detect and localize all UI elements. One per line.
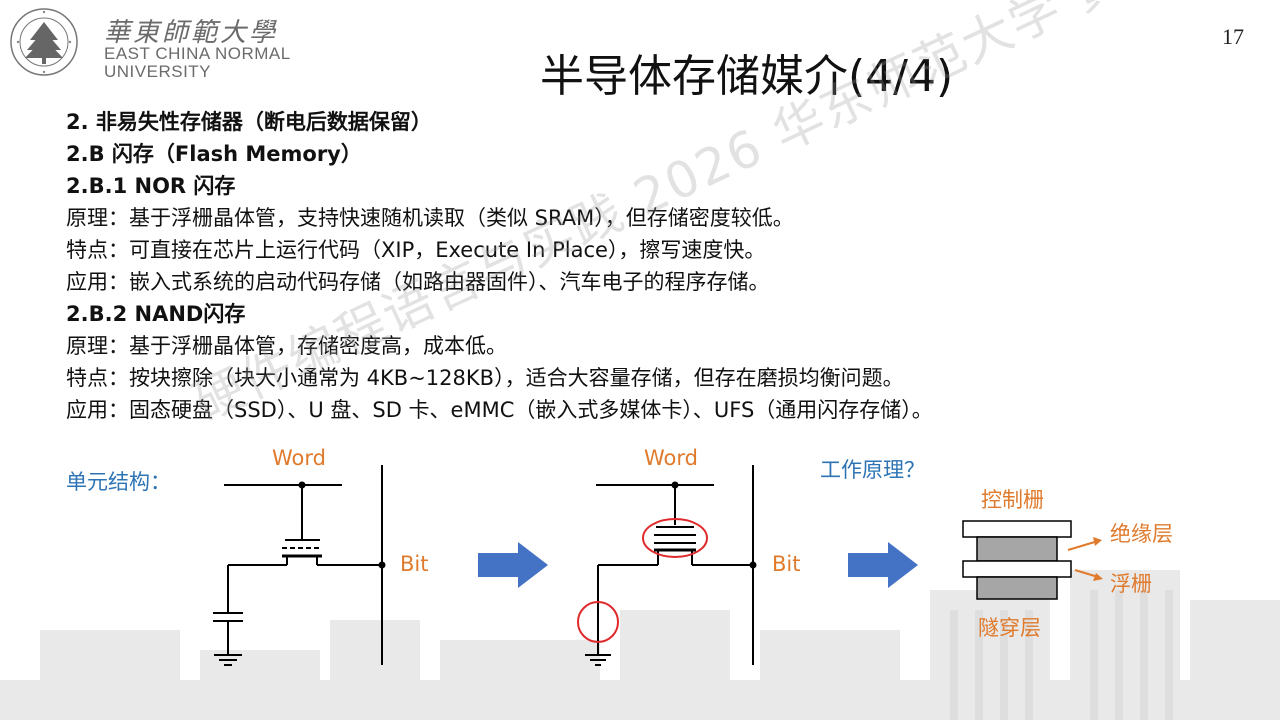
nand-junctions [671, 481, 757, 569]
floating-gate-stack [962, 520, 1072, 600]
nor-cell-circuit [213, 465, 383, 666]
slide-title: 半导体存储媒介(4/4) [540, 51, 954, 102]
nand-cell-circuit [585, 465, 754, 666]
bit-label-left: Bit [400, 552, 429, 576]
nor-application: 应用：嵌入式系统的启动代码存储（如路由器固件）、汽车电子的程序存储。 [66, 270, 770, 294]
heading-non-volatile: 2. 非易失性存储器（断电后数据保留） [66, 110, 432, 134]
cell-structure-label: 单元结构： [66, 470, 171, 494]
page-number: 17 [1222, 24, 1244, 49]
highlight-capacitor-circle [577, 601, 619, 643]
nand-application: 应用：固态硬盘（SSD）、U 盘、SD 卡、eMMC（嵌入式多媒体卡）、UFS（… [66, 398, 933, 422]
nand-principle: 原理：基于浮栅晶体管，存储密度高，成本低。 [66, 334, 507, 358]
heading-nand: 2.B.2 NAND闪存 [66, 302, 246, 326]
word-label-right: Word [644, 446, 698, 470]
campus-background [0, 570, 1280, 720]
heading-flash: 2.B 闪存（Flash Memory） [66, 142, 362, 166]
nand-feature: 特点：按块擦除（块大小通常为 4KB~128KB），适合大容量存储，但存在磨损均… [66, 366, 904, 390]
label-pointer-arrows [1067, 537, 1103, 581]
heading-nor: 2.B.1 NOR 闪存 [66, 174, 236, 198]
tunnel-layer-label: 隧穿层 [978, 616, 1041, 640]
insulating-layer-label: 绝缘层 [1110, 522, 1173, 546]
word-label-left: Word [272, 446, 326, 470]
floating-gate-label: 浮栅 [1110, 572, 1152, 596]
nor-principle: 原理：基于浮栅晶体管，支持快速随机读取（类似 SRAM），但存储密度较低。 [66, 206, 794, 230]
nor-feature: 特点：可直接在芯片上运行代码（XIP，Execute In Place），擦写速… [66, 238, 766, 262]
arrow-right-icon [848, 542, 918, 588]
arrow-right-icon [478, 542, 548, 588]
nor-junctions [298, 481, 386, 569]
university-name-cn: 華東師範大學 [104, 18, 279, 48]
content-block: 2. 非易失性存储器（断电后数据保留） 2.B 闪存（Flash Memory）… [66, 106, 1256, 426]
flash-cell-diagram [213, 465, 1103, 666]
university-emblem-icon [10, 8, 78, 76]
working-principle-label: 工作原理？ [820, 458, 925, 482]
university-name-en-line1: EAST CHINA NORMAL [104, 44, 291, 63]
university-name-en-line2: UNIVERSITY [104, 62, 212, 81]
bit-label-right: Bit [772, 552, 801, 576]
highlight-gate-circle [642, 518, 708, 558]
university-logo: 華東師範大學 EAST CHINA NORMAL UNIVERSITY [8, 6, 298, 81]
control-gate-label: 控制栅 [981, 488, 1044, 512]
